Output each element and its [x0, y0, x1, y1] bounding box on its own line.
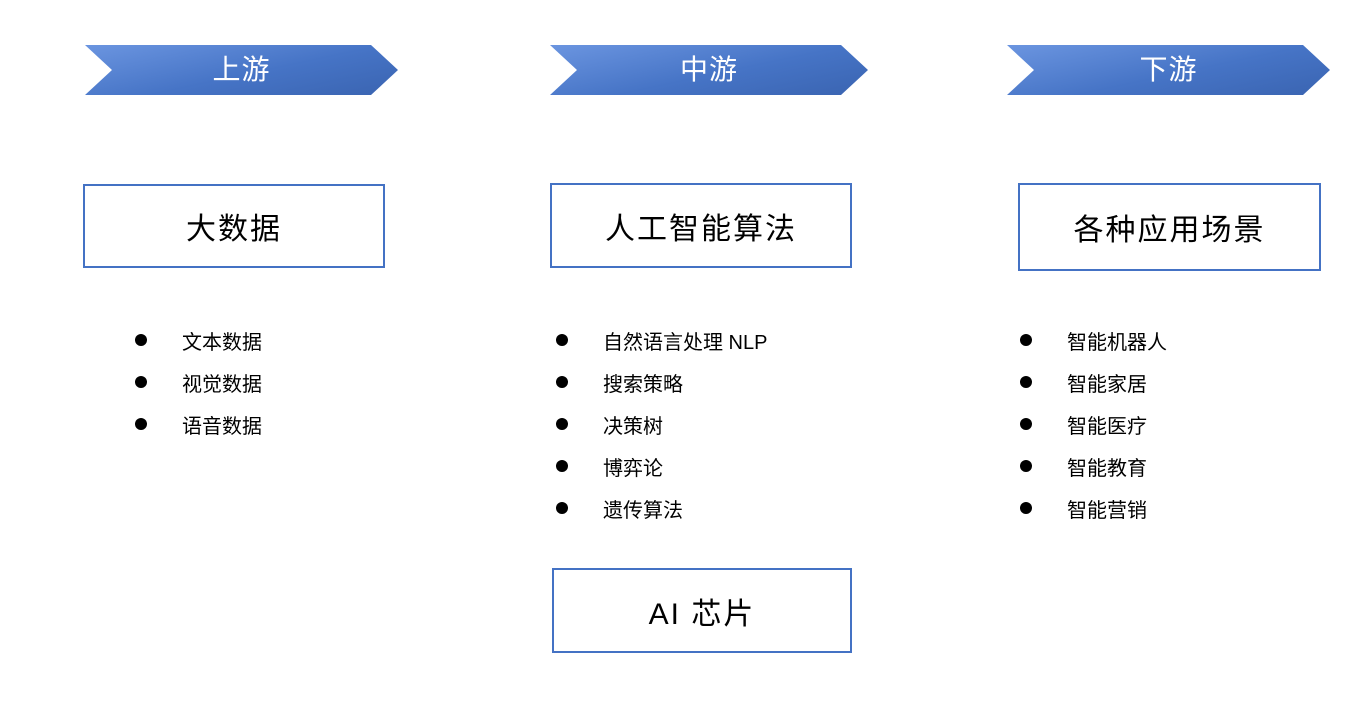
list-item: 遗传算法 [556, 487, 767, 529]
list-midstream: 自然语言处理 NLP 搜索策略 决策树 博弈论 遗传算法 [556, 319, 767, 529]
banner-downstream: 下游 [1007, 45, 1330, 95]
bullet-icon [556, 376, 568, 388]
box-application-scenarios-label: 各种应用场景 [1073, 214, 1266, 247]
bullet-icon [1020, 460, 1032, 472]
box-ai-chip: AI 芯片 [552, 568, 852, 653]
list-item-label: 智能医疗 [1067, 415, 1147, 438]
list-item: 智能教育 [1020, 445, 1167, 487]
list-item: 智能家居 [1020, 361, 1167, 403]
list-item-label: 自然语言处理 NLP [603, 331, 768, 354]
banner-midstream: 中游 [550, 45, 868, 95]
list-item-label: 视觉数据 [182, 373, 262, 396]
list-item: 搜索策略 [556, 361, 767, 403]
banner-midstream-label: 中游 [679, 54, 738, 85]
box-ai-algorithms-label: 人工智能算法 [605, 212, 797, 246]
bullet-icon [556, 418, 568, 430]
box-application-scenarios: 各种应用场景 [1018, 183, 1321, 271]
list-item: 视觉数据 [135, 361, 262, 403]
bullet-icon [1020, 334, 1032, 346]
list-item-label: 智能机器人 [1067, 331, 1167, 354]
list-item-label: 决策树 [603, 415, 663, 438]
list-item: 语音数据 [135, 403, 262, 445]
list-item-label: 搜索策略 [603, 373, 683, 396]
list-item: 决策树 [556, 403, 767, 445]
list-item-label: 智能家居 [1067, 373, 1147, 396]
list-item-label: 博弈论 [603, 457, 663, 480]
list-item: 自然语言处理 NLP [556, 319, 767, 361]
list-item-label: 语音数据 [182, 415, 262, 438]
list-item: 智能医疗 [1020, 403, 1167, 445]
box-ai-algorithms: 人工智能算法 [550, 183, 852, 268]
bullet-icon [135, 334, 147, 346]
bullet-icon [135, 418, 147, 430]
bullet-icon [1020, 502, 1032, 514]
box-big-data: 大数据 [83, 184, 385, 268]
bullet-icon [135, 376, 147, 388]
list-item-label: 智能营销 [1067, 499, 1147, 522]
list-item-label: 遗传算法 [603, 499, 683, 522]
list-item: 智能营销 [1020, 487, 1167, 529]
banner-upstream: 上游 [85, 45, 398, 95]
box-big-data-label: 大数据 [186, 213, 282, 246]
box-ai-chip-label: AI 芯片 [648, 597, 756, 631]
bullet-icon [556, 334, 568, 346]
bullet-icon [1020, 418, 1032, 430]
bullet-icon [1020, 376, 1032, 388]
banner-upstream-label: 上游 [212, 54, 271, 85]
list-item: 文本数据 [135, 319, 262, 361]
list-item: 博弈论 [556, 445, 767, 487]
bullet-icon [556, 460, 568, 472]
bullet-icon [556, 502, 568, 514]
list-item-label: 文本数据 [182, 331, 262, 354]
banner-downstream-label: 下游 [1139, 54, 1198, 85]
list-item-label: 智能教育 [1067, 457, 1147, 480]
list-downstream: 智能机器人 智能家居 智能医疗 智能教育 智能营销 [1020, 319, 1167, 529]
list-item: 智能机器人 [1020, 319, 1167, 361]
list-upstream: 文本数据 视觉数据 语音数据 [135, 319, 262, 445]
